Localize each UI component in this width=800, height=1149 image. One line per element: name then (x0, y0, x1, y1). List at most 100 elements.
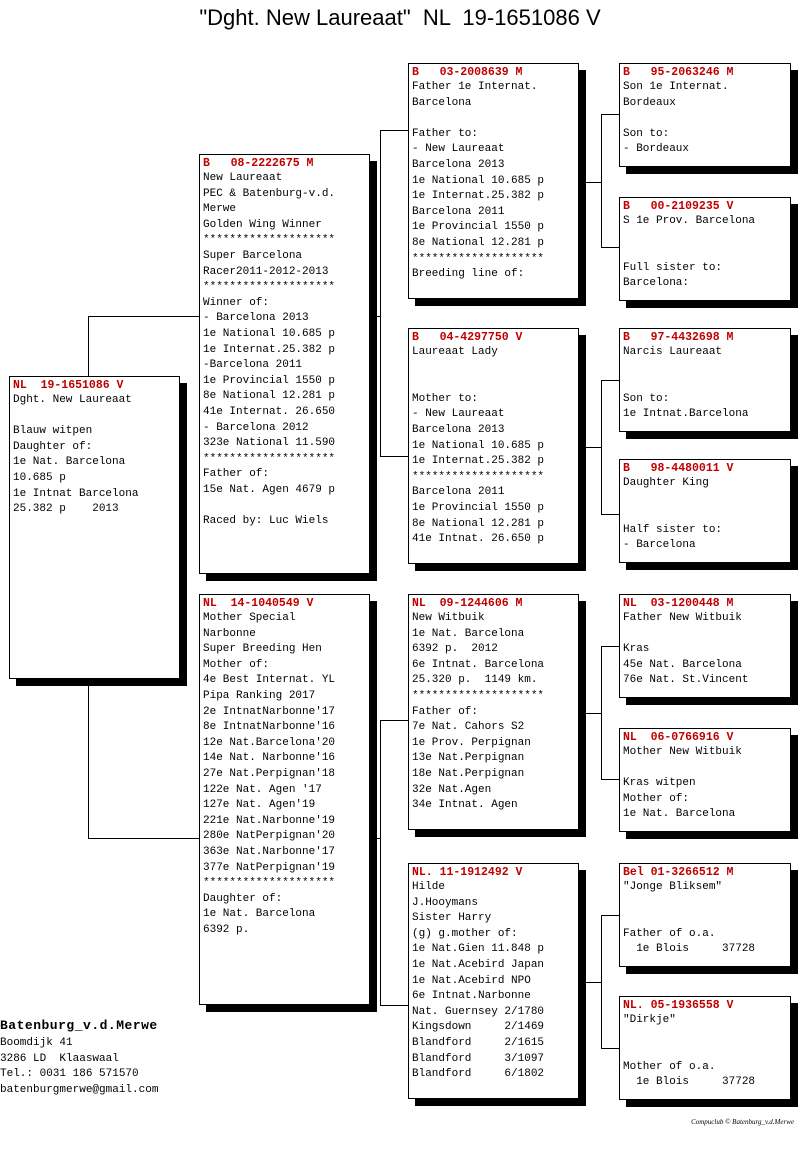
card-line: 1e Provincial 1550 p (412, 221, 545, 234)
breeder-line: Tel.: 0031 186 571570 (0, 1068, 139, 1081)
card-line: 1e Internat.25.382 p (203, 343, 336, 356)
card-line: Barcelona: (623, 277, 690, 290)
card-line: 8e IntnatNarbonne'16 (203, 721, 336, 734)
ring-number: B 98-4480011 V (623, 462, 734, 475)
card-line: 1e Blois 37728 (623, 1076, 756, 1089)
card-line: 8e National 12.281 p (203, 390, 336, 403)
card-line: 1e Provincial 1550 p (203, 374, 336, 387)
connector (601, 247, 621, 248)
ring-number: NL 06-0766916 V (623, 731, 734, 744)
connector (601, 646, 621, 647)
connector (601, 114, 602, 247)
connector (601, 779, 621, 780)
card-lines: "Dirkje" Mother of o.a. 1e Blois 37728 (623, 1013, 787, 1091)
connector (601, 915, 602, 1048)
card-line: 15e Nat. Agen 4679 p (203, 483, 336, 496)
connector (88, 316, 200, 317)
breeder-email: batenburgmerwe@gmail.com (0, 1083, 159, 1096)
card-line: 1e Internat.25.382 p (412, 190, 545, 203)
card-line: 377e NatPerpignan'19 (203, 861, 336, 874)
ring-number: NL 03-1200448 M (623, 597, 734, 610)
card-line: ******************** (412, 689, 545, 702)
ring-number: B 00-2109235 V (623, 200, 734, 213)
card-line: Son to: (623, 127, 670, 140)
card-line (412, 361, 575, 377)
card-line: 1e Internat.25.382 p (412, 455, 545, 468)
pedigree-card-sire-dam: B 04-4297750 V Laureaat Lady Mother to:-… (408, 328, 579, 564)
card-line: Son to: (623, 392, 670, 405)
card-line: (g) g.mother of: (412, 927, 518, 940)
card-line: Mother Special (203, 612, 296, 624)
pedigree-card-sire-sire: B 03-2008639 M Father 1e Internat.Barcel… (408, 63, 579, 299)
card-line (623, 376, 787, 392)
connector (601, 380, 602, 514)
ring-number: NL 09-1244606 M (412, 597, 523, 610)
card-line: - New Laureaat (412, 408, 505, 421)
card-line: Sister Harry (412, 912, 492, 925)
card-line (623, 245, 787, 261)
card-line: 1e Nat.Gien 11.848 p (412, 943, 545, 956)
card-line: 10.685 p (13, 471, 66, 484)
connector (380, 1005, 410, 1006)
card-line: Breeding line of: (412, 268, 525, 281)
pedigree-card-dam-sire: NL 09-1244606 M New Witbuik 1e Nat. Barce… (408, 594, 579, 830)
card-line (623, 896, 787, 912)
card-line: Racer2011-2012-2013 (203, 265, 329, 278)
card-line (623, 111, 787, 127)
card-line: - Barcelona (623, 539, 696, 552)
card-line: 27e Nat.Perpignan'18 (203, 767, 336, 780)
card-line: Narcis Laureaat (623, 346, 723, 358)
pedigree-card-ggp: B 00-2109235 V S 1e Prov. Barcelona Full… (619, 197, 791, 301)
connector (601, 915, 621, 916)
ring-number: NL 14-1040549 V (203, 597, 314, 610)
card-line: Daughter of: (13, 440, 93, 453)
connector (380, 130, 381, 456)
card-line: PEC & Batenburg-v.d. (203, 187, 336, 200)
connector (380, 720, 381, 1005)
card-line (623, 230, 787, 246)
card-line: 6e Intnat.Narbonne (412, 990, 531, 1003)
connector (370, 316, 380, 317)
connector (601, 114, 621, 115)
card-line: 6e Intnat. Barcelona (412, 658, 545, 671)
card-line: 221e Nat.Narbonne'19 (203, 814, 336, 827)
card-line: 25.382 p 2013 (13, 503, 119, 516)
card-line: Barcelona 2013 (412, 158, 505, 171)
connector (601, 646, 602, 779)
connector (601, 514, 621, 515)
card-line: 1e Nat. Barcelona (412, 627, 525, 640)
card-line: - Barcelona 2013 (203, 312, 309, 325)
card-line: 1e Blois 37728 (623, 943, 756, 956)
connector (380, 456, 410, 457)
pedigree-card-ggp: Bel 01-3266512 M "Jonge Bliksem" Father … (619, 863, 791, 967)
card-line: New Witbuik (412, 612, 485, 624)
card-line: 280e NatPerpignan'20 (203, 830, 336, 843)
connector (380, 720, 410, 721)
card-line: 6392 p. 2012 (412, 643, 498, 656)
card-line: 1e Intnat Barcelona (13, 487, 139, 500)
card-line: 7e Nat. Cahors S2 (412, 721, 525, 734)
breeder-line: 3286 LD Klaaswaal (0, 1052, 119, 1065)
card-line: Full sister to: (623, 261, 723, 274)
ring-number: NL. 11-1912492 V (412, 866, 523, 879)
card-line: 1e National 10.685 p (412, 439, 545, 452)
card-line (623, 627, 787, 643)
card-line: Mother of: (623, 792, 690, 805)
card-line (13, 409, 176, 425)
card-line: ******************** (412, 252, 545, 265)
card-lines: New Witbuik 1e Nat. Barcelona 6392 p. 2012… (412, 611, 575, 814)
card-line (412, 111, 575, 127)
ring-number: B 04-4297750 V (412, 331, 523, 344)
card-line: Father to: (412, 127, 479, 140)
card-line: 8e National 12.281 p (412, 236, 545, 249)
ring-number: Bel 01-3266512 M (623, 866, 734, 879)
card-line: -Barcelona 2011 (203, 359, 303, 372)
card-line: Nat. Guernsey 2/1780 (412, 1005, 545, 1018)
breeder-name: Batenburg_v.d.Merwe (0, 1018, 158, 1033)
card-line: "Jonge Bliksem" (623, 881, 723, 893)
